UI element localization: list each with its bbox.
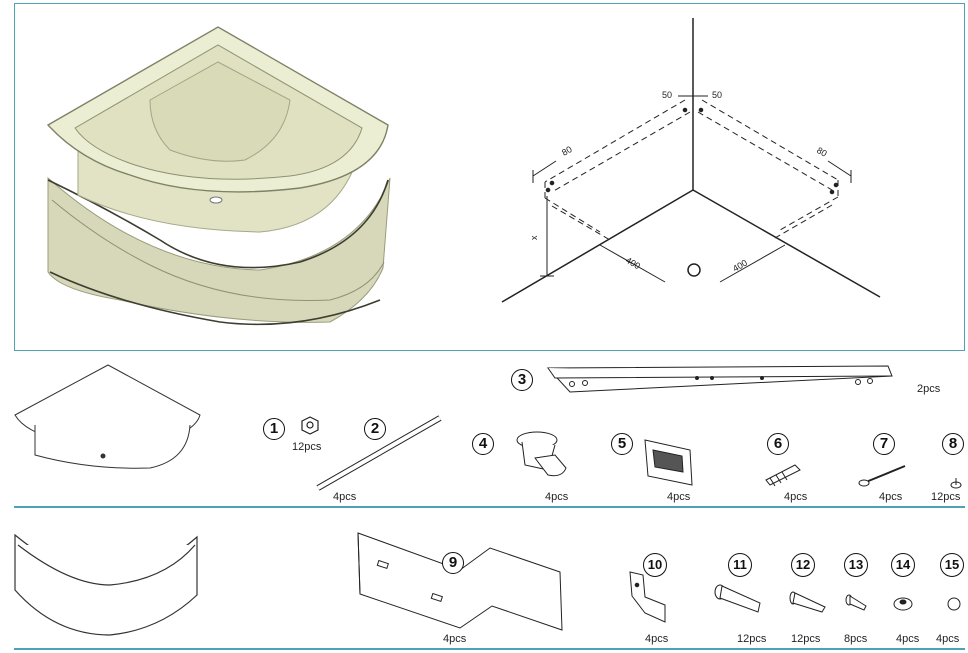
part-qty-1: 12pcs [292,441,322,453]
hero-frame [14,3,965,351]
dim-base-left: 400 [624,255,642,271]
part-11-anchor [714,584,761,613]
part-number-4: 4 [472,433,494,455]
part-qty-13: 8pcs [844,633,868,645]
part-qty-14: 4pcs [896,633,920,645]
part-qty-10: 4pcs [645,633,669,645]
part-number-8: 8 [942,433,964,455]
part-5-bracket [644,439,693,486]
tub-3d-render [46,26,391,326]
part-3-rail [546,365,893,393]
part-qty-3: 2pcs [917,383,941,395]
dim-top-left: 50 [662,90,672,100]
part-qty-7: 4pcs [879,491,903,503]
part-number-6: 6 [767,433,789,455]
part-number-9: 9 [442,552,464,574]
part-number-14: 14 [891,553,915,577]
part-qty-5: 4pcs [667,491,691,503]
part-9-panel-bracket [357,532,563,631]
part-7-screw [858,465,906,487]
part-qty-8: 12pcs [931,491,961,503]
divider-row-2 [14,648,965,650]
part-qty-15: 4pcs [936,633,960,645]
part-13-screw [845,594,867,611]
part-qty-11: 12pcs [737,633,767,645]
part-qty-2: 4pcs [333,491,357,503]
part-number-7: 7 [873,433,895,455]
dim-height: x [529,235,539,240]
part-number-3: 3 [511,369,533,391]
part-number-10: 10 [643,553,667,577]
part-number-1: 1 [263,418,285,440]
part-15-cap [947,597,961,611]
installation-diagram [501,18,881,303]
tray-outline [14,364,201,469]
dim-right-depth: 80 [815,145,829,159]
dim-top-right: 50 [712,90,722,100]
part-12-screw [789,591,826,613]
part-2-rod [316,415,442,491]
part-qty-4: 4pcs [545,491,569,503]
part-number-13: 13 [844,553,868,577]
part-number-2: 2 [364,418,386,440]
part-14-washer [893,597,913,611]
part-qty-12: 12pcs [791,633,821,645]
part-1-nut [301,416,319,435]
part-qty-9: 4pcs [443,633,467,645]
dim-left-depth: 80 [560,144,574,158]
part-number-5: 5 [611,433,633,455]
part-4-leg [516,431,567,477]
part-10-clip [629,571,666,623]
part-8-screw [950,478,962,489]
part-6-anchor [765,464,801,487]
divider-row-1 [14,506,965,508]
part-number-11: 11 [728,553,752,577]
part-number-12: 12 [791,553,815,577]
dim-base-right: 400 [731,258,749,274]
apron-outline [14,533,198,636]
part-number-15: 15 [940,553,964,577]
part-qty-6: 4pcs [784,491,808,503]
